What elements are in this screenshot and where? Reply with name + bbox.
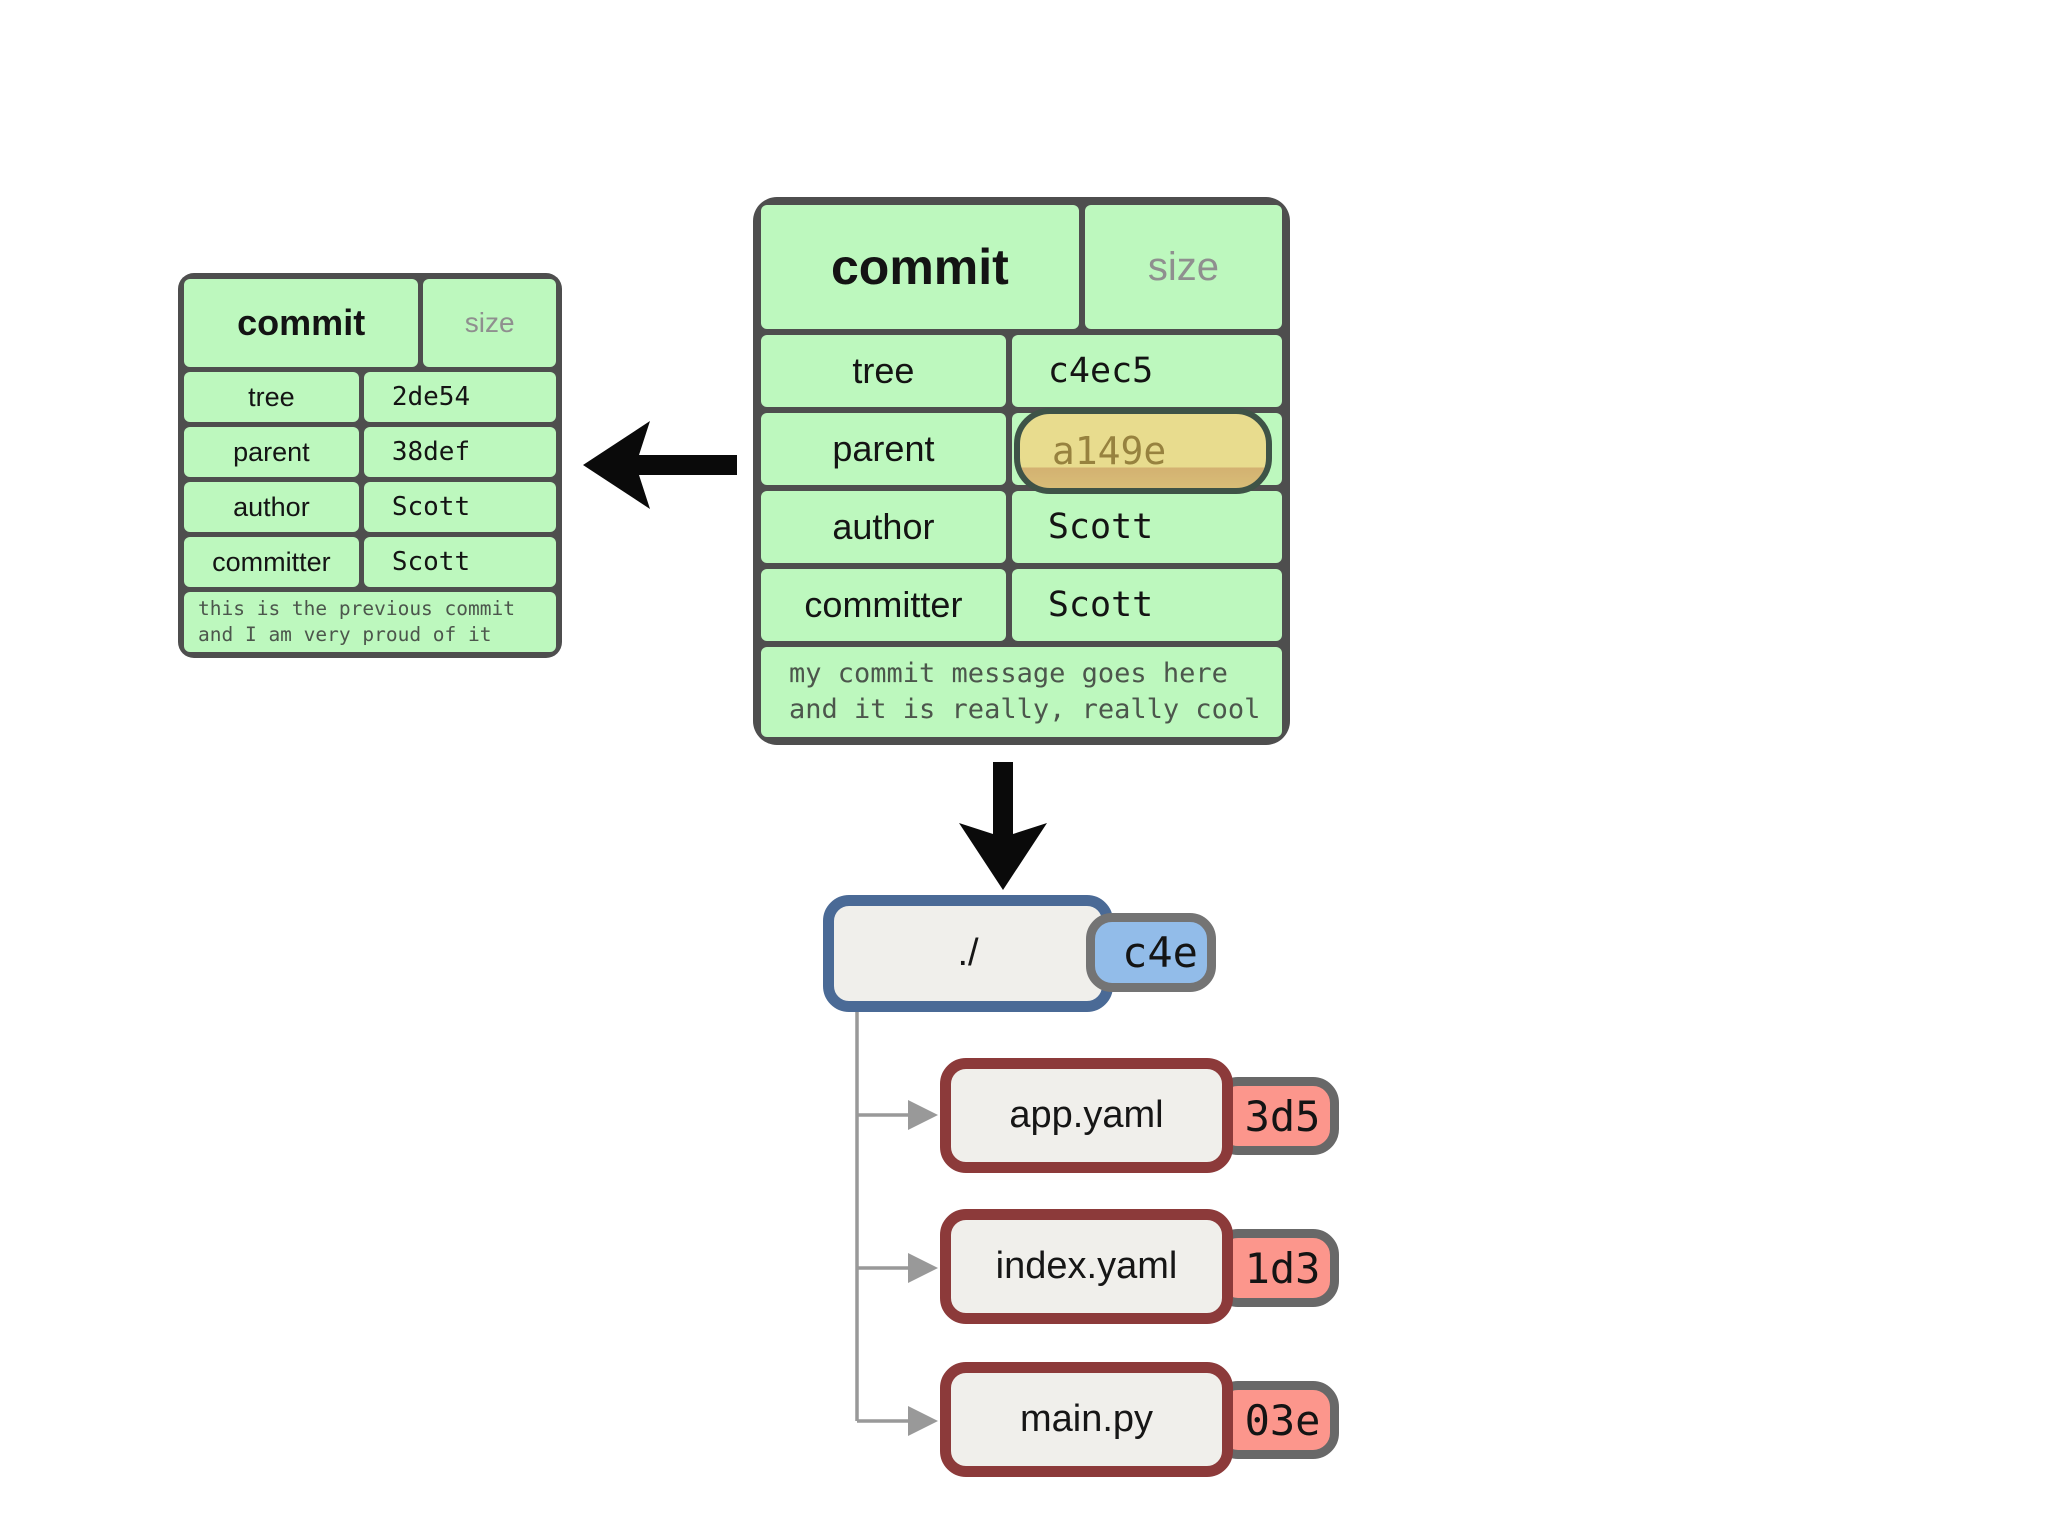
branch-arrowhead-icon xyxy=(908,1100,938,1130)
current-commit-table: commit size tree c4ec5 parent a149e auth… xyxy=(753,197,1290,745)
field-value: a149e xyxy=(1011,408,1282,494)
field-row-tree: tree 2de54 xyxy=(184,372,556,422)
root-dir-node: ./ xyxy=(823,895,1113,1012)
tree-connector-trunk xyxy=(855,1012,916,1423)
dir-label: ./ xyxy=(957,932,979,974)
table-title: commit xyxy=(184,279,419,367)
blob-node: app.yaml xyxy=(940,1058,1233,1173)
field-value: Scott xyxy=(363,482,556,532)
file-label: app.yaml xyxy=(1009,1094,1164,1136)
field-label: committer xyxy=(184,537,359,587)
field-row-parent: parent 38def xyxy=(184,427,556,477)
field-value: 38def xyxy=(363,427,556,477)
field-label: author xyxy=(184,482,359,532)
size-header: size xyxy=(423,279,556,367)
field-row-committer: committer Scott xyxy=(184,537,556,587)
commit-message: my commit message goes here and it is re… xyxy=(761,647,1282,737)
field-label: tree xyxy=(761,335,1006,407)
field-row-parent: parent a149e xyxy=(761,408,1282,494)
field-row-tree: tree c4ec5 xyxy=(761,335,1282,407)
previous-commit-table: commit size tree 2de54 parent 38def auth… xyxy=(178,273,562,658)
arrow-down-icon xyxy=(959,762,1047,890)
branch-arrowhead-icon xyxy=(908,1406,938,1436)
field-row-author: author Scott xyxy=(761,491,1282,563)
commit-message: this is the previous commit and I am ver… xyxy=(184,592,556,652)
blob-node: index.yaml xyxy=(940,1209,1233,1324)
field-row-author: author Scott xyxy=(184,482,556,532)
field-label: committer xyxy=(761,569,1006,641)
field-label: parent xyxy=(761,413,1006,485)
blob-node: main.py xyxy=(940,1362,1233,1477)
field-label: tree xyxy=(184,372,359,422)
blob-hash-badge: 1d3 xyxy=(1212,1229,1339,1307)
field-label: author xyxy=(761,491,1006,563)
arrow-left-icon xyxy=(583,421,737,509)
field-value: Scott xyxy=(363,537,556,587)
size-header: size xyxy=(1084,205,1282,329)
file-label: index.yaml xyxy=(995,1245,1178,1287)
branch-arrowhead-icon xyxy=(908,1253,938,1283)
field-value: Scott xyxy=(1011,569,1282,641)
field-value: Scott xyxy=(1011,491,1282,563)
field-value: c4ec5 xyxy=(1011,335,1282,407)
tree-hash-badge: c4e xyxy=(1086,913,1216,992)
file-label: main.py xyxy=(1019,1398,1154,1440)
parent-hash-pill: a149e xyxy=(1013,408,1272,494)
field-value: 2de54 xyxy=(363,372,556,422)
field-label: parent xyxy=(184,427,359,477)
field-row-committer: committer Scott xyxy=(761,569,1282,641)
table-title: commit xyxy=(761,205,1079,329)
